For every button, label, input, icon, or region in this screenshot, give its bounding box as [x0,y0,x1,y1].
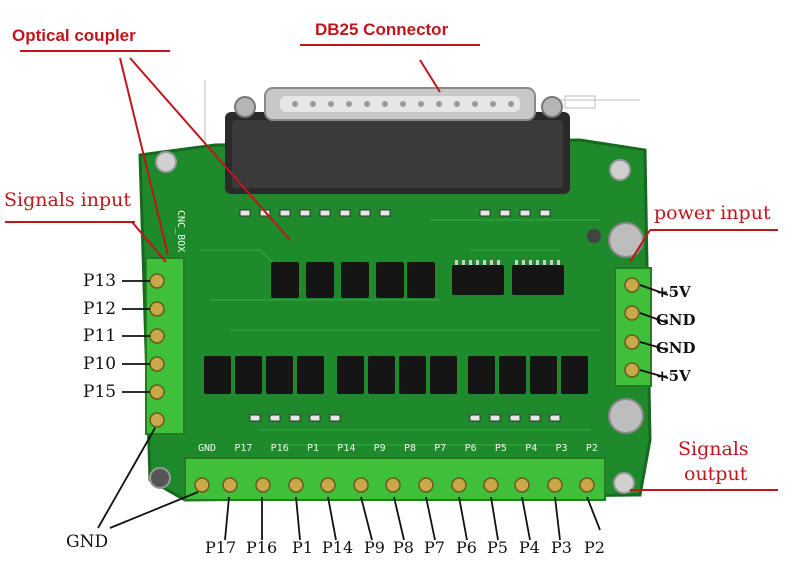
silk-p7: P7 [434,443,447,454]
bottom-pin-label: P1 [292,538,313,557]
signals-output-label-line1: Signals [678,438,749,460]
mounting-holes [149,151,635,494]
silk-p5: P5 [494,443,507,454]
bottom-pin-label: P16 [246,538,278,557]
silk-p17: P17 [234,443,253,454]
optical-coupler-label: Optical coupler [12,26,136,45]
power-pin-label: GND [656,311,696,329]
silk-p16: P16 [270,443,289,454]
bottom-pin-label: P2 [584,538,605,557]
bottom-pin-label: P9 [364,538,385,557]
bottom-pin-label: P4 [519,538,540,557]
optocouplers-top-row [271,262,435,298]
silk-p1: P1 [306,443,320,454]
bottom-pin-label: P3 [551,538,572,557]
silk-p8: P8 [403,443,416,454]
logic-ics [452,260,564,295]
pin-arrows [97,280,669,541]
silk-p4: P4 [525,443,538,454]
bottom-pin-label: P17 [205,538,237,557]
power-pin-label: +5V [656,367,691,385]
silk-gnd: GND [198,443,217,454]
bottom-pin-label: P6 [456,538,477,557]
capacitors [587,222,644,434]
power-pin-label: GND [656,339,696,357]
bottom-pin-label: P8 [393,538,414,557]
bottom-pin-label: P14 [322,538,354,557]
power-pin-label: +5V [656,283,691,301]
db25-connector-label: DB25 Connector [315,20,449,39]
annotation-arrows [5,44,778,491]
silk-p9: P9 [373,443,386,454]
signals-output-label-line2: output [684,463,748,485]
signals-input-label: Signals input [4,189,132,211]
board-name-silkscreen: CNC_BOX [175,210,186,253]
db25-connector [225,87,570,194]
left-terminal-block [145,257,185,435]
bottom-terminal-block [184,457,606,501]
left-pin-label: P15 [83,382,117,402]
silk-p14: P14 [337,443,356,454]
bottom-header-silkscreen: GND P17 P16 P1 P14 P9 P8 P7 P6 P5 P4 P3 … [198,443,598,454]
silk-p2: P2 [585,443,598,454]
bottom-pin-label: P7 [424,538,445,557]
left-pin-label: P12 [83,299,117,319]
gnd-label: GND [66,532,109,552]
background-schematic [204,80,640,150]
silk-p3: P3 [555,443,568,454]
optocouplers-bottom-row [204,356,588,394]
silk-p6: P6 [464,443,477,454]
left-pin-label: P10 [83,354,117,374]
bottom-pin-label: P5 [487,538,508,557]
left-pin-label: P13 [83,271,117,291]
left-pin-label: P11 [83,326,117,346]
right-terminal-block [614,267,652,387]
power-input-label: power input [654,202,771,224]
